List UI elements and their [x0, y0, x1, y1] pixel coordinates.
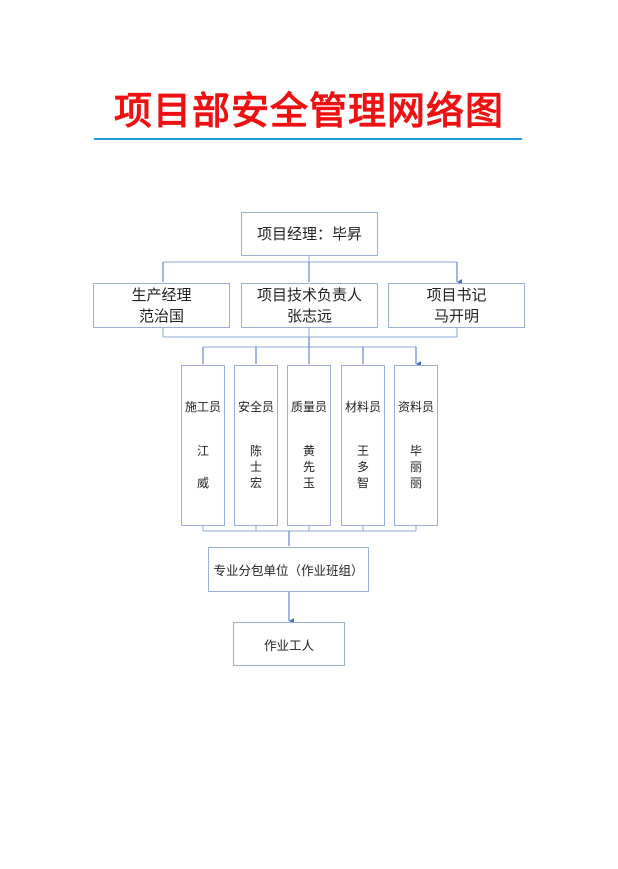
subcontractor-label: 专业分包单位（作业班组）: [213, 563, 364, 578]
role-label: 施工员: [184, 400, 221, 414]
role-label: 项目技术负责人: [256, 285, 362, 304]
person-name: 王多智: [356, 444, 369, 490]
staff-box: 质量员黄先玉: [287, 365, 331, 526]
person-name: 江威: [196, 444, 209, 490]
role-label: 生产经理: [131, 285, 192, 304]
person-name: 陈士宏: [249, 444, 262, 490]
page-title: 项目部安全管理网络图: [113, 89, 504, 133]
workers-label: 作业工人: [263, 637, 314, 653]
project-manager-box: 项目经理：毕昇: [241, 212, 378, 256]
role-label: 材料员: [344, 400, 381, 414]
subcontractor-box: 专业分包单位（作业班组）: [208, 547, 369, 592]
workers-box: 作业工人: [233, 622, 345, 666]
person-name: 范治国: [138, 306, 184, 325]
role-label: 质量员: [290, 400, 327, 414]
role-label: 项目书记: [426, 285, 487, 304]
role-label: 资料员: [397, 400, 434, 414]
technical-lead-box: 项目技术负责人张志远: [241, 283, 378, 328]
staff-box: 资料员毕丽丽: [394, 365, 438, 526]
staff-box: 安全员陈士宏: [234, 365, 278, 526]
staff-box: 材料员王多智: [341, 365, 385, 526]
person-name: 张志远: [286, 306, 332, 325]
production-manager-box: 生产经理范治国: [93, 283, 230, 328]
title-divider: [94, 138, 522, 140]
staff-box: 施工员江威: [181, 365, 225, 526]
role-label: 安全员: [237, 400, 274, 414]
project-manager-label: 项目经理：毕昇: [256, 224, 362, 243]
person-name: 马开明: [433, 306, 479, 325]
person-name: 黄先玉: [302, 444, 315, 490]
person-name: 毕丽丽: [409, 444, 422, 490]
project-secretary-box: 项目书记马开明: [388, 283, 525, 328]
